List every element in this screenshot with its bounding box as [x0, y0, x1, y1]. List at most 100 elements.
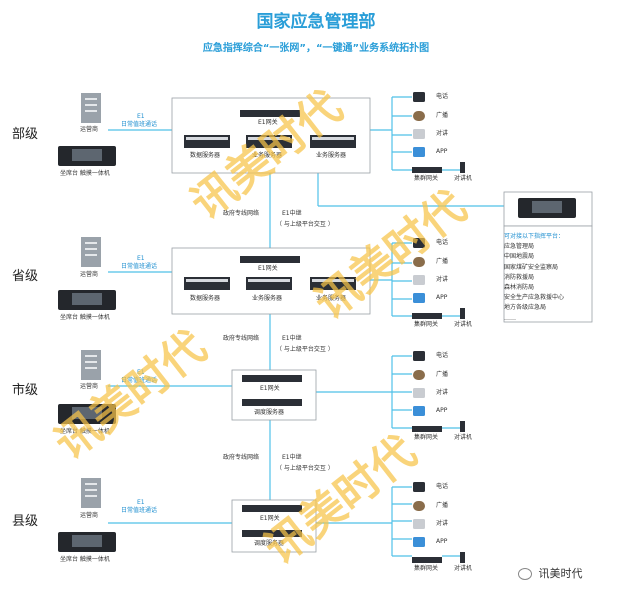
daily-call-label: 日常值班通话 — [121, 263, 158, 270]
building-icon — [81, 478, 101, 508]
e1-relay-label: E1中继 — [282, 335, 302, 342]
cluster-gateway-icon — [412, 167, 442, 173]
walkie-label: 对讲机 — [454, 565, 473, 572]
endpoint-label: 广播 — [436, 371, 449, 378]
carrier-label: 运营商 — [80, 271, 99, 278]
console-label: 坐席台 触摸一体机 — [60, 314, 110, 321]
cluster-gateway-icon — [412, 426, 442, 432]
platform-item: …… — [504, 314, 516, 322]
relay-note-label: （ 与上级平台交互 ） — [276, 465, 334, 472]
endpoint-label: 电话 — [436, 239, 449, 246]
biz-server-label: 业务服务器 — [252, 152, 283, 159]
gov-net-label: 政府专线网络 — [223, 454, 260, 461]
phone-icon — [413, 351, 425, 361]
console-label: 坐席台 触摸一体机 — [60, 170, 110, 177]
panel-list-box — [503, 225, 593, 323]
daily-call-label: 日常值班通话 — [121, 377, 158, 384]
platform-item: 消防救援局 — [504, 273, 535, 281]
endpoint-label: 对讲 — [436, 389, 449, 396]
relay-note-label: （ 与上级平台交互 ） — [276, 346, 334, 353]
dispatch-server-label: 调度服务器 — [254, 540, 285, 547]
page-title: 国家应急管理部 — [256, 12, 376, 32]
walkie-label: 对讲机 — [454, 175, 473, 182]
app-phone-icon — [413, 147, 425, 157]
province-e1-gateway — [240, 256, 300, 263]
speaker-icon — [413, 370, 425, 380]
daily-call-label: 日常值班通话 — [121, 507, 158, 514]
building-icon — [81, 93, 101, 123]
endpoint-label: APP — [436, 148, 448, 155]
level-label: 市级 — [12, 383, 39, 398]
e1-label: E1 — [137, 255, 145, 262]
left-icons — [58, 93, 576, 552]
platform-item: 安全生产应急救援中心 — [504, 294, 565, 302]
e1-label: E1 — [137, 113, 145, 120]
right-icons — [412, 92, 465, 563]
city-e1-gateway — [242, 375, 302, 382]
e1-relay-label: E1中继 — [282, 454, 302, 461]
daily-call-label: 日常值班通话 — [121, 121, 158, 128]
cluster-gateway-label: 集群网关 — [414, 175, 439, 182]
walkie-talkie-icon — [460, 162, 465, 173]
phone-icon — [413, 92, 425, 102]
console-icon — [58, 532, 116, 552]
phone-icon — [413, 482, 425, 492]
platform-item: 中国地震局 — [504, 253, 535, 261]
app-phone-icon — [413, 406, 425, 416]
endpoint-label: 广播 — [436, 502, 449, 509]
intercom-icon — [413, 275, 425, 285]
e1-relay-label: E1中继 — [282, 210, 302, 217]
building-icon — [81, 237, 101, 267]
endpoint-label: 广播 — [436, 258, 449, 265]
cluster-gateway-label: 集群网关 — [414, 434, 439, 441]
relay-note-label: （ 与上级平台交互 ） — [276, 221, 334, 228]
cluster-gateway-icon — [412, 557, 442, 563]
e1-gateway-label: E1网关 — [260, 515, 280, 522]
gov-net-label: 政府专线网络 — [223, 210, 260, 217]
platform-item: 森林消防局 — [504, 284, 535, 292]
endpoint-label: APP — [436, 538, 448, 545]
speaker-icon — [413, 501, 425, 511]
intercom-icon — [413, 519, 425, 529]
province-data-server — [184, 277, 230, 290]
carrier-label: 运营商 — [80, 126, 99, 133]
wechat-account: 讯美时代 — [518, 565, 583, 581]
server-fronts — [186, 137, 354, 282]
data-server-label: 数据服务器 — [190, 152, 221, 159]
cluster-gateway-icon — [412, 313, 442, 319]
wechat-icon — [518, 568, 532, 580]
province-biz-server-1 — [246, 277, 292, 290]
e1-gateway-label: E1网关 — [258, 119, 278, 126]
console-icon — [58, 404, 116, 424]
endpoint-label: 电话 — [436, 93, 449, 100]
endpoint-label: 电话 — [436, 483, 449, 490]
e1-label: E1 — [137, 499, 145, 506]
e1-gateway-label: E1网关 — [260, 385, 280, 392]
endpoint-label: 对讲 — [436, 276, 449, 283]
building-icon — [81, 350, 101, 380]
console-icon — [518, 198, 576, 218]
walkie-talkie-icon — [460, 308, 465, 319]
level-label: 省级 — [12, 269, 39, 284]
endpoint-label: APP — [436, 407, 448, 414]
app-phone-icon — [413, 293, 425, 303]
intercom-icon — [413, 388, 425, 398]
ministry-e1-gateway — [240, 110, 300, 117]
data-server-label: 数据服务器 — [190, 295, 221, 302]
endpoint-label: 对讲 — [436, 130, 449, 137]
city-dispatch-server — [242, 399, 302, 406]
platform-item: 地方各级应急局 — [504, 304, 547, 312]
biz-server-label: 业务服务器 — [252, 295, 283, 302]
platform-item: 国家煤矿安全监察局 — [504, 263, 559, 271]
console-label: 坐席台 触摸一体机 — [60, 428, 110, 435]
speaker-icon — [413, 257, 425, 267]
endpoint-label: 对讲 — [436, 520, 449, 527]
platform-item: 应急管理局 — [504, 243, 535, 251]
page-subtitle: 应急指挥综合“一张网”，“一键通”业务系统拓扑图 — [202, 43, 430, 54]
level-label: 部级 — [12, 127, 39, 142]
endpoint-label: 电话 — [436, 352, 449, 359]
carrier-label: 运营商 — [80, 512, 99, 519]
dispatch-server-label: 调度服务器 — [254, 409, 285, 416]
cluster-gateway-label: 集群网关 — [414, 565, 439, 572]
connector-lines — [108, 96, 504, 557]
